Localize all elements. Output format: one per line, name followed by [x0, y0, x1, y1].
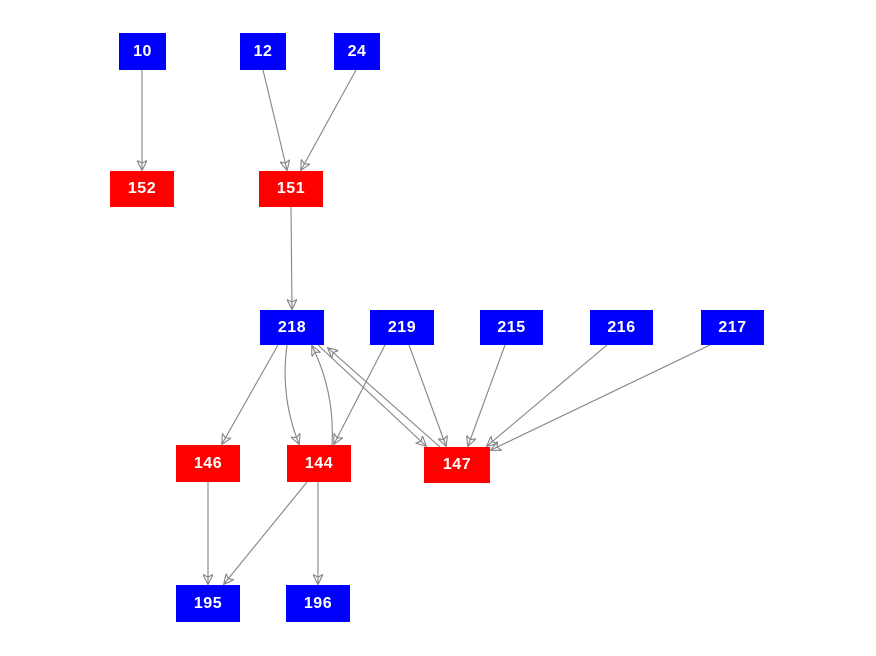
node-label: 217 — [718, 318, 747, 336]
node-219[interactable]: 219 — [370, 310, 434, 345]
node-label: 151 — [276, 180, 306, 197]
edge-144-to-218 — [312, 346, 333, 446]
node-label: 152 — [127, 180, 157, 197]
edge-144-to-195 — [224, 481, 308, 584]
node-label: 215 — [497, 318, 526, 336]
node-label: 219 — [387, 318, 417, 336]
edge-219-to-147 — [408, 344, 446, 446]
node-label: 195 — [193, 594, 223, 612]
node-label: 12 — [253, 42, 273, 60]
node-144[interactable]: 144 — [287, 445, 351, 482]
edge-151-to-218 — [291, 206, 292, 309]
node-24[interactable]: 24 — [334, 33, 380, 70]
edge-218-to-144 — [284, 344, 299, 444]
edge-217-to-147 — [491, 344, 711, 450]
node-215[interactable]: 215 — [480, 310, 543, 345]
node-216[interactable]: 216 — [590, 310, 653, 345]
node-217[interactable]: 217 — [701, 310, 764, 345]
node-196[interactable]: 196 — [286, 585, 350, 622]
node-label: 144 — [304, 454, 334, 472]
node-195[interactable]: 195 — [176, 585, 240, 622]
node-label: 146 — [193, 454, 223, 472]
edge-216-to-147 — [487, 344, 608, 446]
edge-12-to-151 — [262, 69, 287, 170]
edge-215-to-147 — [468, 344, 506, 446]
edge-group — [142, 69, 711, 584]
node-label: 218 — [277, 318, 307, 336]
node-10[interactable]: 10 — [119, 33, 166, 70]
node-label: 10 — [133, 42, 152, 60]
node-label: 24 — [347, 42, 367, 60]
node-12[interactable]: 12 — [240, 33, 286, 70]
edge-147-to-218 — [328, 348, 441, 448]
node-147[interactable]: 147 — [424, 447, 490, 483]
node-label: 216 — [607, 318, 636, 336]
edge-24-to-151 — [301, 69, 357, 170]
node-146[interactable]: 146 — [176, 445, 240, 482]
node-218[interactable]: 218 — [260, 310, 324, 345]
node-151[interactable]: 151 — [259, 171, 323, 207]
node-label: 196 — [303, 594, 333, 612]
node-label: 147 — [442, 456, 472, 473]
node-152[interactable]: 152 — [110, 171, 174, 207]
edge-218-to-147 — [317, 344, 426, 446]
edge-218-to-146 — [222, 344, 279, 444]
edge-219-to-144 — [334, 344, 386, 444]
